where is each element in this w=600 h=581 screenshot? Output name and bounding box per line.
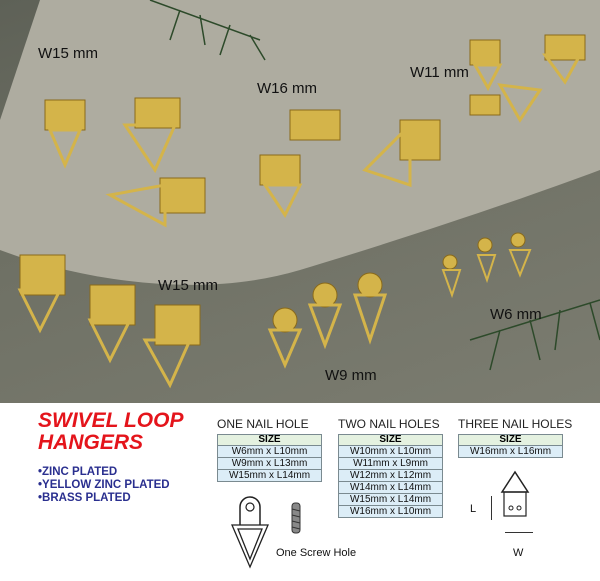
length-dimension-line [491, 496, 492, 520]
paper-backdrop [0, 0, 600, 285]
photo-label: W15 mm [158, 277, 218, 294]
size-table: SIZE W16mm x L16mm [458, 434, 563, 458]
group-heading: THREE NAIL HOLES [458, 417, 573, 431]
three-nail-holes-group: THREE NAIL HOLES SIZE W16mm x L16mm [458, 417, 572, 458]
finish-item: •ZINC PLATED [38, 466, 118, 478]
finish-list: •ZINC PLATED •YELLOW ZINC PLATED •BRASS … [38, 466, 170, 505]
photo-label: W11 mm [410, 64, 469, 81]
product-title: SWIVEL LOOP HANGERS [38, 410, 183, 454]
size-cell: W11mm x L9mm [338, 457, 443, 470]
size-cell: W12mm x L12mm [338, 469, 443, 482]
width-dimension-line [505, 532, 533, 533]
photo-label: W9 mm [325, 367, 377, 384]
size-header: SIZE [458, 434, 563, 446]
size-table: SIZE W6mm x L10mm W9mm x L13mm W15mm x L… [217, 434, 322, 482]
size-cell: W6mm x L10mm [217, 445, 322, 458]
two-nail-holes-group: TWO NAIL HOLES SIZE W10mm x L10mm W11mm … [338, 417, 443, 518]
width-label: W [513, 547, 524, 559]
length-label: L [470, 503, 477, 515]
photo-illustration [0, 0, 600, 389]
finish-item: •YELLOW ZINC PLATED [38, 479, 170, 491]
screw-icon [291, 502, 301, 534]
photo-label: W16 mm [257, 80, 317, 97]
product-photo: W15 mm W16 mm W11 mm W15 mm W9 mm W6 mm [0, 0, 600, 403]
size-cell: W15mm x L14mm [217, 469, 322, 482]
title-line: HANGERS [38, 431, 144, 454]
photo-label: W15 mm [38, 45, 98, 62]
size-cell: W9mm x L13mm [217, 457, 322, 470]
finish-item: •BRASS PLATED [38, 492, 131, 504]
size-cell: W14mm x L14mm [338, 481, 443, 494]
size-header: SIZE [338, 434, 443, 446]
photo-label: W6 mm [490, 306, 542, 323]
one-nail-hole-group: ONE NAIL HOLE SIZE W6mm x L10mm W9mm x L… [217, 417, 322, 482]
size-cell: W15mm x L14mm [338, 493, 443, 506]
size-cell: W16mm x L16mm [458, 445, 563, 458]
size-cell: W10mm x L10mm [338, 445, 443, 458]
group-heading: TWO NAIL HOLES [338, 417, 440, 431]
swivel-hanger-diagram-icon [231, 496, 301, 569]
title-line: SWIVEL LOOP [38, 409, 184, 432]
size-cell: W16mm x L10mm [338, 505, 443, 518]
triangle-hanger-diagram-icon [500, 470, 530, 517]
size-table: SIZE W10mm x L10mm W11mm x L9mm W12mm x … [338, 434, 443, 518]
screw-caption: One Screw Hole [276, 547, 357, 559]
group-heading: ONE NAIL HOLE [217, 417, 309, 431]
size-header: SIZE [217, 434, 322, 446]
pine-branch-icon [149, 0, 600, 371]
hanger-images [17, 34, 586, 389]
